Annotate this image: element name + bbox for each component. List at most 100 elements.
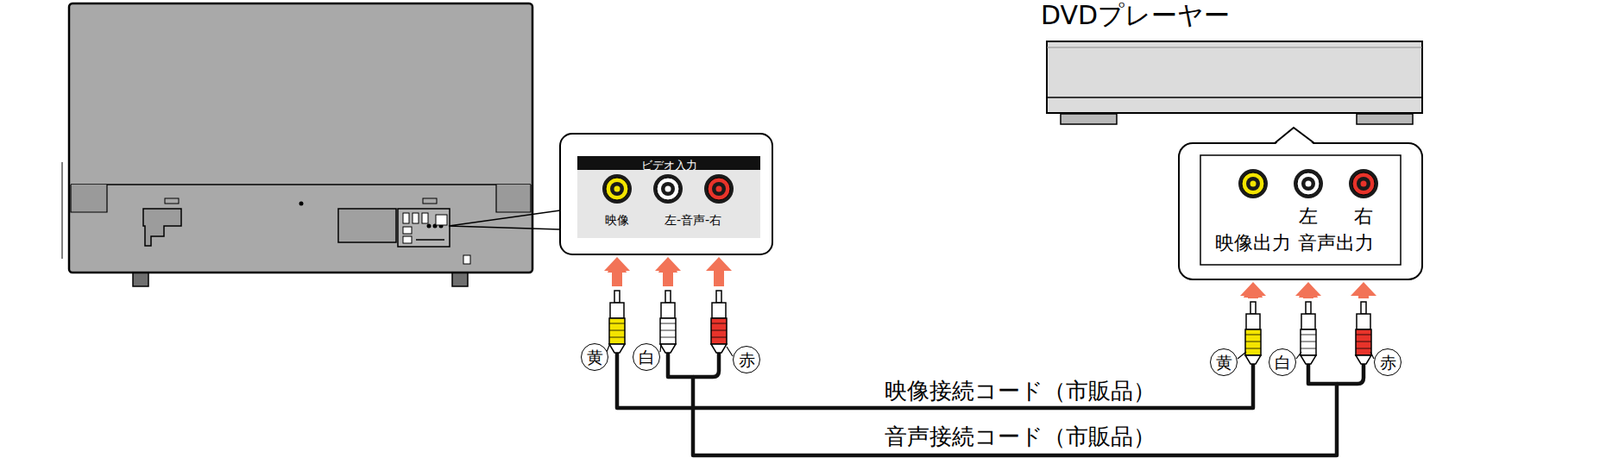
jack-label: 左-音声-右: [664, 213, 722, 227]
plug-grip: [1245, 348, 1261, 350]
insert-arrow: [1350, 282, 1377, 299]
tv-side: [62, 162, 63, 259]
jack-outer: [704, 174, 734, 204]
color-initial: 黄: [1215, 353, 1233, 372]
color-marker: 黄: [580, 343, 609, 372]
plug-boot: [1245, 355, 1261, 365]
jack-ring: [605, 177, 629, 201]
text-slot: 映像出力: [1215, 233, 1292, 254]
tv-mark: [415, 239, 445, 241]
device-front-line: [1046, 96, 1423, 99]
tv-terminal: [435, 214, 448, 226]
plug-body: [711, 318, 727, 345]
rca-plug: [1300, 302, 1317, 365]
insert-arrow: [604, 257, 630, 287]
device-box: DVDプレーヤー: [1045, 40, 1424, 114]
plug-pin: [1250, 302, 1256, 315]
marker-leader: [1370, 352, 1374, 360]
tv-mark: [164, 198, 179, 204]
text-slot: ビデオ入力: [641, 156, 698, 173]
plug-grip: [1300, 348, 1317, 350]
tv-mark: [422, 198, 437, 204]
insert-arrow: [705, 257, 732, 287]
jack-outer: [653, 174, 683, 204]
insert-arrow: [1240, 282, 1267, 299]
color-marker: 黄: [1209, 348, 1238, 377]
text-slot: DVDプレーヤー: [1040, 1, 1230, 30]
cable-connector: [667, 255, 1337, 456]
node-shape: [559, 132, 774, 256]
rca-plug: [1355, 302, 1372, 365]
marker-leader: [1237, 352, 1247, 360]
plug-collar: [711, 302, 726, 319]
tv-edge-line: [70, 183, 531, 186]
plug-grip: [1355, 348, 1372, 350]
tv-side-block: [70, 184, 108, 213]
jack-pin: [665, 186, 672, 193]
tv-rear: [62, 3, 533, 287]
plug-pin: [614, 290, 620, 303]
plug-body: [609, 318, 625, 345]
panel-ground: [577, 170, 761, 239]
tv-bracket: [143, 208, 182, 246]
color-initial: 白: [638, 348, 656, 366]
color-initial: 白: [1274, 353, 1292, 372]
jack-inner: [711, 182, 726, 196]
cable-label: 映像接続コード（市販品）: [881, 377, 1160, 404]
device-top-line: [1046, 47, 1423, 49]
tv-mark: [463, 255, 471, 265]
tv-body: [69, 3, 533, 273]
jack-pin: [1305, 181, 1312, 188]
device-housing: [1046, 41, 1423, 114]
color-initial: 赤: [1379, 353, 1397, 372]
insert-arrow: [1295, 282, 1322, 299]
rca-plug: [1245, 302, 1261, 365]
jack-ring: [1352, 172, 1375, 196]
device-foot: [1356, 113, 1413, 125]
plug-grip: [660, 330, 676, 332]
tv-terminal-panel: [397, 208, 450, 247]
jack-inner: [661, 182, 675, 196]
marker-leader: [726, 346, 733, 357]
jack-ring: [1297, 172, 1320, 196]
plug-body: [1300, 329, 1317, 356]
jack-label: 音声出力: [1297, 232, 1374, 254]
cable-connector: [617, 255, 1254, 409]
color-marker: 赤: [1373, 348, 1402, 377]
plug-boot: [711, 344, 727, 353]
callout-tail-line: [1274, 127, 1315, 144]
cable: [1336, 363, 1364, 385]
text-slot: 右: [1354, 206, 1374, 227]
jack-pin: [1360, 181, 1367, 188]
jack-ring: [1241, 172, 1265, 196]
callout-tail: [1274, 127, 1315, 145]
cable: [692, 352, 719, 378]
plug-grip: [1245, 334, 1261, 336]
rca-plug: [660, 290, 676, 353]
tv-terminal: [412, 213, 419, 224]
color-initial: 赤: [738, 351, 756, 369]
jack-pin: [1250, 181, 1257, 188]
color-marker: 赤: [732, 346, 761, 374]
text-slot: 左-音声-右: [664, 211, 722, 228]
plug-collar: [1301, 314, 1316, 330]
jack-pin: [716, 186, 723, 193]
plug-grip: [609, 330, 625, 332]
plug-boot: [660, 344, 676, 353]
jack-label: 右: [1354, 205, 1374, 227]
jack-ring: [656, 177, 680, 201]
color-marker: 白: [632, 343, 661, 372]
callout-frame: [560, 133, 773, 255]
text-slot: 左: [1298, 206, 1318, 227]
marker-leader: [660, 343, 662, 353]
plug-grip: [1300, 334, 1317, 336]
plug-collar: [661, 302, 675, 319]
jack-ring: [707, 177, 731, 201]
tv-jack: [427, 224, 432, 229]
panel-frame: [1200, 155, 1401, 265]
rca-plug: [711, 290, 727, 353]
output-callout: 左 右映像出力音声出力: [1177, 142, 1424, 281]
rca-plug: [609, 290, 625, 353]
tv-side-block: [496, 184, 531, 213]
jack-outer: [1293, 169, 1323, 199]
